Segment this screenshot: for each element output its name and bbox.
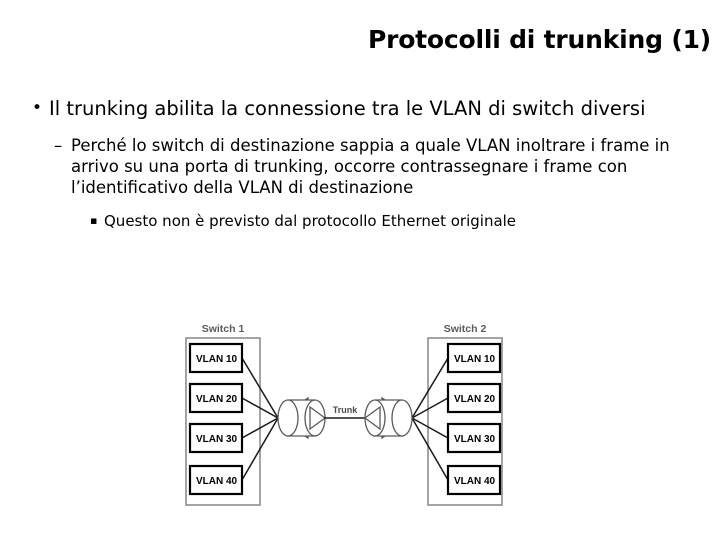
bullet-level-1-text: Il trunking abilita la connessione tra l… — [49, 97, 646, 120]
vlan-box — [188, 382, 244, 414]
bullet-level-2-text: Perché lo switch di destinazione sappia … — [71, 135, 670, 198]
bullet-level-1: • Il trunking abilita la connessione tra… — [0, 96, 720, 123]
trunk-label: Trunk — [333, 405, 358, 415]
switch-1-title: Switch 1 — [202, 323, 245, 335]
vlan-box — [446, 422, 502, 454]
vlan-box-label: VLAN 30 — [454, 434, 496, 445]
vlan-box — [188, 464, 244, 496]
vlan-box — [446, 342, 502, 374]
switch-2-title: Switch 2 — [444, 323, 487, 335]
vlan-box-label: VLAN 20 — [454, 394, 496, 405]
bullet-marker-dash: – — [54, 135, 63, 155]
vlan-box-label: VLAN 20 — [196, 394, 238, 405]
vlan-trunking-diagram: Switch 1 Switch 2 Trunk — [160, 312, 560, 524]
vlan-box-label: VLAN 40 — [454, 476, 496, 487]
vlan-box — [446, 464, 502, 496]
vlan-box — [446, 382, 502, 414]
vlan-box-label: VLAN 30 — [196, 434, 238, 445]
bullet-level-3: ▪ Questo non è previsto dal protocollo E… — [0, 212, 720, 232]
switch-2-connectors — [411, 357, 449, 481]
trunk-cylinder-right — [363, 396, 414, 440]
bullet-marker-square: ▪ — [90, 213, 98, 227]
vlan-box — [188, 342, 244, 374]
switch-1-connectors — [241, 357, 279, 481]
switch-2-vlan-list: VLAN 10 VLAN 20 VLAN 30 VLAN 40 — [446, 342, 502, 496]
bullet-level-2: – Perché lo switch di destinazione sappi… — [0, 135, 720, 199]
bullet-marker-dot: • — [32, 98, 43, 118]
vlan-box-label: VLAN 40 — [196, 476, 238, 487]
vlan-box-label: VLAN 10 — [196, 354, 238, 365]
slide-body: • Il trunking abilita la connessione tra… — [0, 96, 720, 231]
vlan-box-label: VLAN 10 — [454, 354, 496, 365]
page-title: Protocolli di trunking (1) — [367, 25, 711, 54]
bullet-level-3-text: Questo non è previsto dal protocollo Eth… — [104, 211, 517, 230]
vlan-box — [188, 422, 244, 454]
trunk-cylinder-left — [276, 396, 327, 440]
switch-1-vlan-list: VLAN 10 VLAN 20 VLAN 30 VLAN 40 — [188, 342, 244, 496]
